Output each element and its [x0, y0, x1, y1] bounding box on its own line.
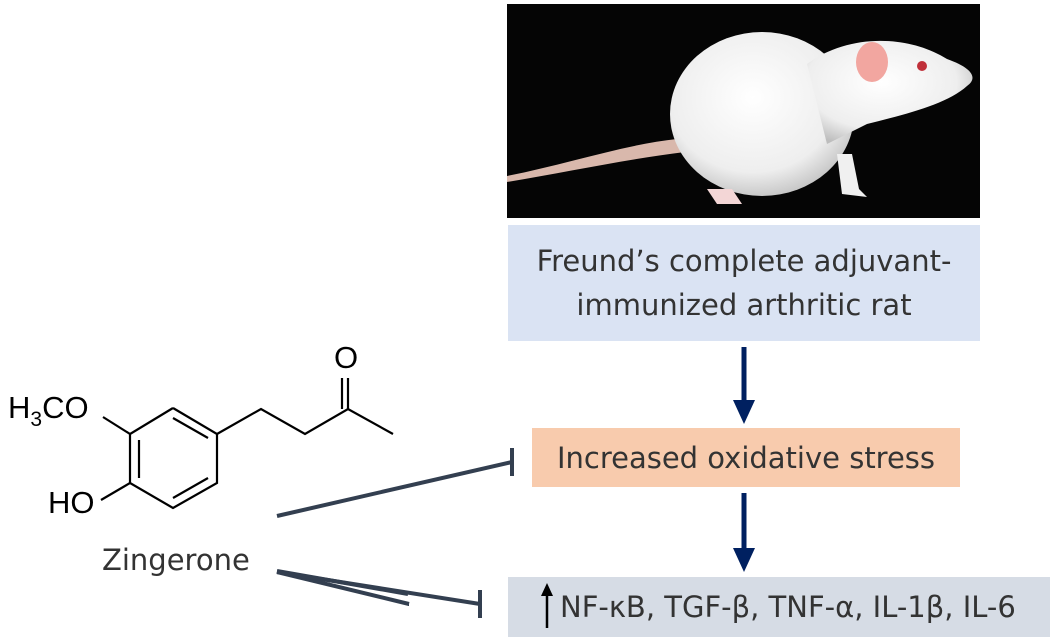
rat-illustration: [507, 32, 973, 204]
node-inflammatory-markers: NF-κB, TGF-β, TNF-α, IL-1β, IL-6: [508, 577, 1050, 637]
arrowhead-icon: [733, 400, 755, 424]
side-chain: [216, 407, 394, 436]
hydroxyl-bond: [100, 482, 131, 501]
arrow-model-to-stress: [733, 347, 755, 424]
hydroxyl-label: HO: [48, 485, 95, 520]
arrowhead-icon: [733, 548, 755, 572]
methoxy-bond: [102, 416, 131, 435]
inhibition-zingerone-to-cytokines-tail: [276, 570, 482, 618]
node-oxidative-stress: Increased oxidative stress: [532, 428, 960, 487]
methoxy-label: H3CO: [8, 390, 89, 431]
node-arthritic-rat-model: Freund’s complete adjuvant- immunized ar…: [508, 225, 980, 341]
rat-body: [670, 32, 854, 196]
ring-double-bond: [172, 477, 209, 499]
inhibition-zingerone-to-stress: [276, 448, 514, 518]
rat-head: [807, 40, 973, 144]
node-model-line1: Freund’s complete adjuvant-: [536, 244, 952, 278]
rat-photo: [507, 4, 980, 218]
inhibition-zingerone-to-cytokines: [276, 569, 410, 606]
rat-eye: [917, 61, 927, 71]
up-arrow-icon: [541, 583, 553, 628]
rat-hind-foot: [707, 189, 742, 204]
node-cytokines-label: NF-κB, TGF-β, TNF-α, IL-1β, IL-6: [560, 590, 1016, 624]
rat-ear: [856, 42, 888, 82]
ring-double-bond: [172, 417, 209, 439]
zingerone-structure: [100, 378, 394, 510]
rat-tail: [507, 139, 685, 182]
node-model-line2: immunized arthritic rat: [576, 288, 912, 322]
carbonyl-oxygen-label: O: [334, 340, 358, 375]
arrow-stress-to-cytokines: [733, 493, 755, 572]
compound-name-label: Zingerone: [102, 543, 250, 577]
benzene-ring: [128, 407, 219, 510]
node-stress-label: Increased oxidative stress: [556, 440, 936, 475]
rat-front-leg: [837, 154, 867, 197]
